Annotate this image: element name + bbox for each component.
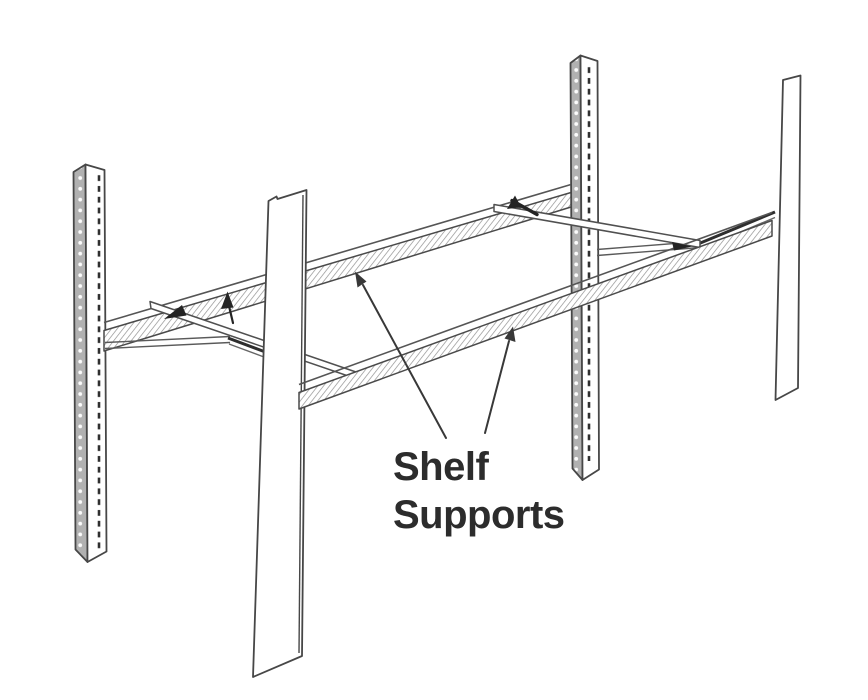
shelf-supports-label: Shelf Supports (393, 445, 565, 537)
slot-holes-column (586, 63, 591, 461)
front-right-upright (774, 74, 802, 401)
beam-flange-line (103, 183, 572, 324)
label-line-1: Shelf (393, 445, 489, 489)
left-end-rail (104, 335, 265, 358)
left-support-hook-marks (164, 291, 235, 325)
post-face (252, 189, 308, 678)
front-hook-arrow-icon (672, 242, 692, 251)
leader-line-to-front-beam (484, 340, 510, 434)
back-right-upright-slotted (569, 54, 600, 481)
front-shelf-beam (298, 211, 773, 410)
beam-flange-line (298, 211, 773, 386)
hook-mark (227, 304, 235, 325)
post-face (84, 163, 108, 563)
right-support-hook-marks (507, 195, 539, 217)
leader-line-to-rear-beam (362, 284, 447, 439)
front-left-upright (252, 189, 308, 678)
end-rail-hook (697, 210, 776, 246)
label-line-2: Supports (393, 493, 565, 537)
beam-hatched-channel (103, 191, 572, 352)
slot-holes-column (96, 172, 102, 551)
post-inner-edge (298, 194, 304, 654)
hook-arrow-icon (221, 291, 234, 309)
end-rail-line (104, 341, 231, 350)
leader-arrowhead-icon (504, 326, 516, 342)
end-rail-line (596, 246, 701, 257)
hook-arrow-icon (164, 305, 187, 319)
leader-arrowhead-icon (355, 271, 367, 288)
end-rail-hook (227, 336, 265, 353)
end-rail-line (104, 335, 231, 344)
rear-shelf-beam (103, 183, 572, 352)
beam-hatched-channel (298, 219, 773, 410)
end-rail-line (228, 343, 265, 358)
label-leaders (355, 271, 516, 439)
hook-mark (510, 198, 539, 217)
back-left-upright-slotted (72, 163, 108, 563)
